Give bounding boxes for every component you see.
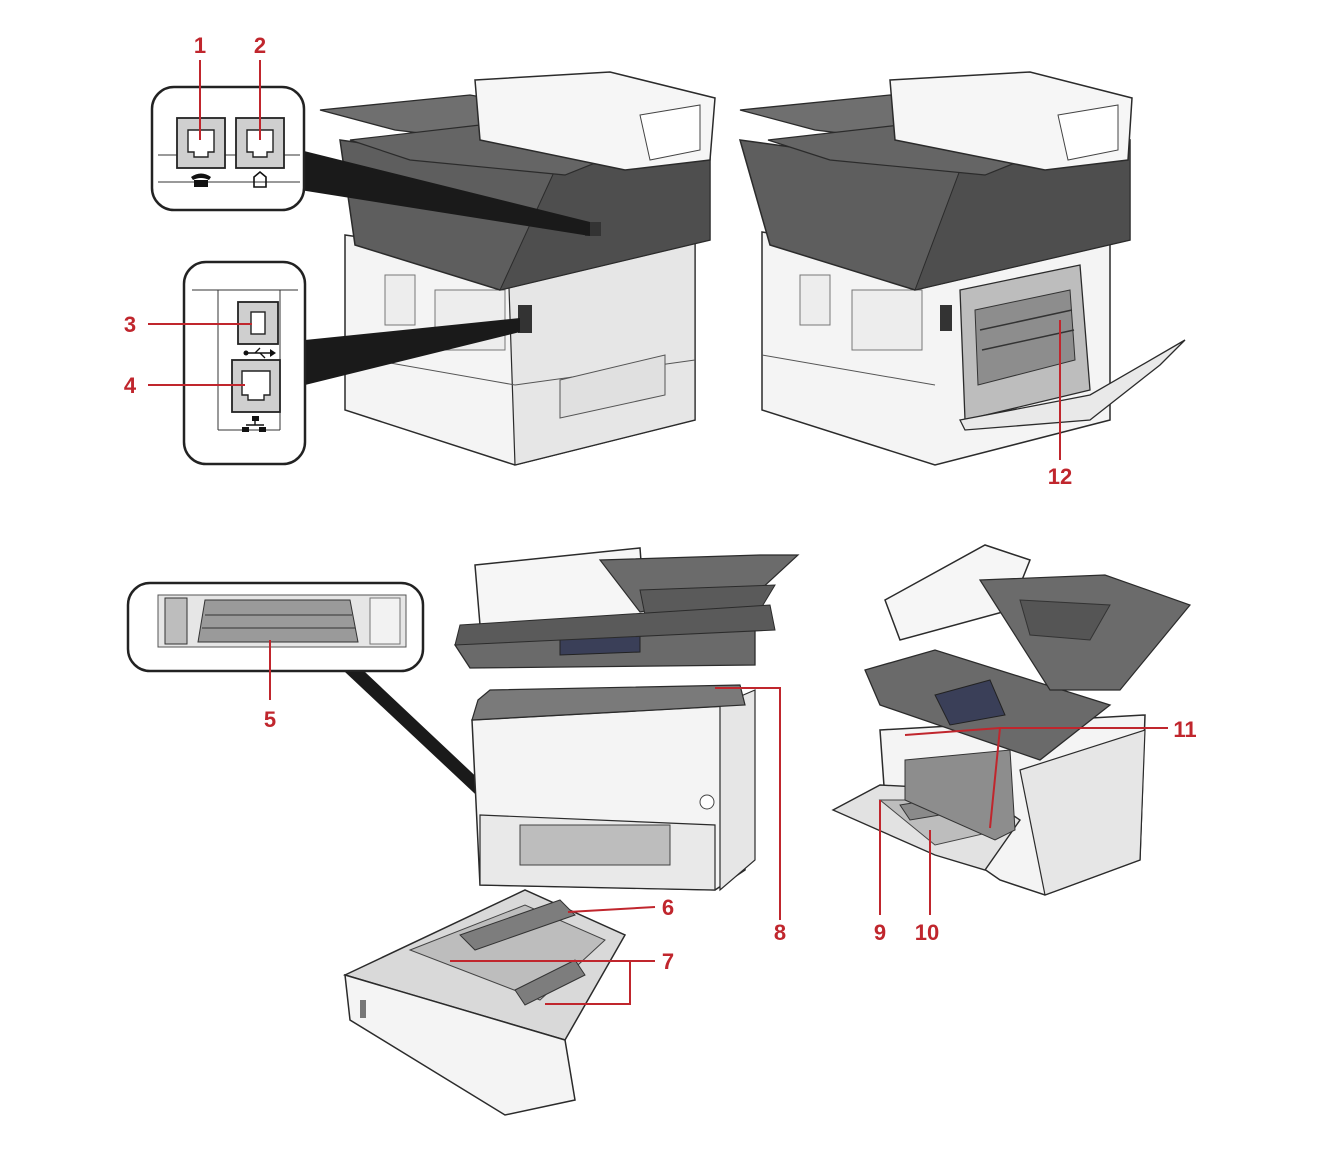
printer-mp-tray-view [831, 544, 1192, 896]
callout-10: 10 [915, 920, 939, 945]
callout-8: 8 [774, 920, 786, 945]
network-icon [242, 416, 266, 432]
callout-6: 6 [662, 895, 674, 920]
callout-7: 7 [662, 949, 674, 974]
phone-port-inset [150, 85, 306, 212]
callout-9: 9 [874, 920, 886, 945]
callout-labels: 1 2 3 4 5 6 7 8 9 10 11 12 [124, 33, 1197, 974]
callout-12: 12 [1048, 464, 1072, 489]
printer-rear-view-open-cover [738, 71, 1186, 466]
zoom-wedge-phone [300, 150, 590, 236]
printer-front-view [453, 547, 800, 892]
zoom-wedge-lan [305, 318, 520, 385]
callout-4: 4 [124, 373, 137, 398]
usb-icon [243, 347, 276, 359]
telephone-icon [191, 173, 211, 187]
callout-5: 5 [264, 707, 276, 732]
paper-cassette [342, 889, 627, 1116]
inset-duplex-unit [126, 581, 425, 673]
handset-icon [253, 170, 267, 188]
callout-11: 11 [1173, 717, 1196, 742]
printer-rear-view-left [319, 71, 716, 466]
callout-1: 1 [194, 33, 206, 58]
callout-3: 3 [124, 312, 136, 337]
usb-lan-inset [182, 260, 307, 466]
callout-2: 2 [254, 33, 266, 58]
leader-lines [148, 60, 1168, 1005]
